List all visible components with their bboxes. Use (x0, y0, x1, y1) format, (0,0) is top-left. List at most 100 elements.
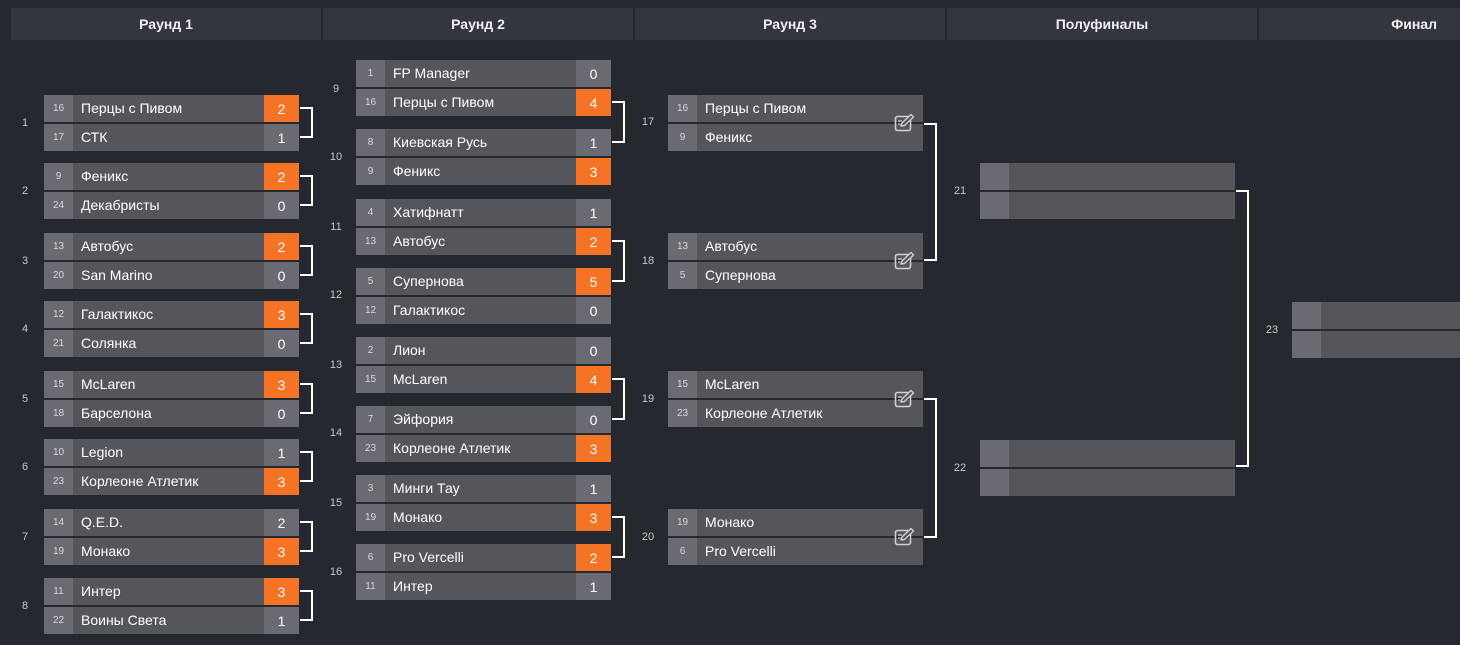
team-row[interactable]: 19 Монако (668, 509, 923, 536)
team-row[interactable] (980, 469, 1235, 496)
team-seed: 17 (44, 124, 73, 151)
team-seed: 16 (668, 95, 697, 122)
match-22[interactable] (980, 440, 1235, 496)
team-name: Феникс (393, 163, 441, 179)
team-name: San Marino (81, 267, 153, 283)
match-number: 9 (332, 83, 340, 95)
edit-icon[interactable] (894, 526, 916, 548)
header-final[interactable]: Финал (1259, 8, 1460, 40)
match-number: 4 (21, 323, 29, 335)
header-semifinals[interactable]: Полуфиналы (947, 8, 1257, 40)
team-score: 2 (264, 233, 299, 260)
team-score: 3 (264, 538, 299, 565)
team-row[interactable] (980, 163, 1235, 190)
header-round-2[interactable]: Раунд 2 (323, 8, 633, 40)
header-round-1[interactable]: Раунд 1 (11, 8, 321, 40)
edit-icon[interactable] (894, 388, 916, 410)
team-seed (980, 469, 1009, 496)
team-row[interactable] (980, 192, 1235, 219)
match-23[interactable] (1292, 302, 1460, 358)
team-seed: 19 (668, 509, 697, 536)
match-number: 6 (21, 461, 29, 473)
connector-line (1236, 190, 1249, 467)
match-21[interactable] (980, 163, 1235, 219)
team-name: Корлеоне Атлетик (393, 440, 511, 456)
team-seed: 13 (356, 228, 385, 255)
team-seed: 3 (356, 475, 385, 502)
team-row[interactable] (1292, 302, 1460, 329)
team-row[interactable] (1292, 331, 1460, 358)
match-number: 21 (953, 185, 967, 197)
team-score: 2 (264, 95, 299, 122)
team-seed: 6 (356, 544, 385, 571)
match-number: 7 (21, 531, 29, 543)
header-round-3[interactable]: Раунд 3 (635, 8, 945, 40)
team-score: 3 (576, 504, 611, 531)
team-row[interactable] (980, 440, 1235, 467)
edit-icon[interactable] (894, 250, 916, 272)
team-seed: 18 (44, 400, 73, 427)
edit-icon[interactable] (894, 112, 916, 134)
team-name: Монако (705, 514, 755, 530)
